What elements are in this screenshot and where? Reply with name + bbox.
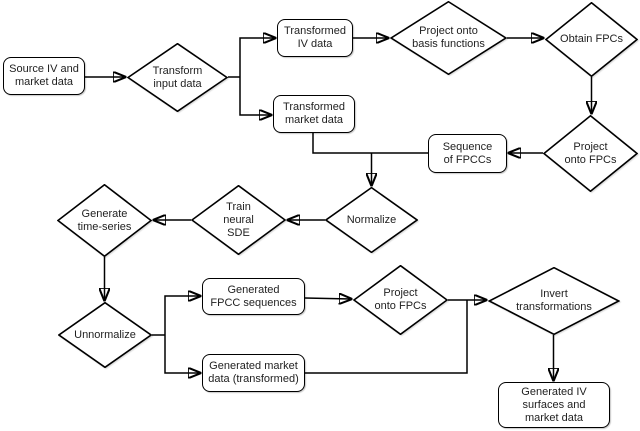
node-label: Project onto basis functions [412, 25, 485, 51]
edge-generated-fpcc-to-project-fpcs-bottom [304, 298, 351, 299]
label-line: input data [153, 77, 202, 90]
node-label: Sequence of FPCCs [443, 141, 493, 167]
label-line: transformations [516, 301, 592, 313]
node-transformed-market-data: Transformed market data [273, 95, 355, 133]
label-line: market data [14, 76, 74, 88]
node-label: Generated market data (transformed) [208, 360, 298, 386]
label-line: Sequence [442, 140, 493, 153]
diamond-shape [127, 43, 228, 112]
node-label: Unnormalize [74, 329, 136, 342]
node-label: Obtain FPCs [560, 33, 623, 46]
node-invert-transformations: Invert transformations [488, 267, 620, 335]
diamond-shape [543, 115, 638, 192]
label-line: market data [284, 114, 344, 126]
node-label: Transform input data [153, 65, 203, 91]
node-label: Source IV and market data [9, 63, 79, 89]
node-generate-time-series: Generate time-series [57, 184, 152, 257]
node-label: Project onto FPCs [375, 287, 427, 313]
label-line: Invert [540, 288, 568, 300]
label-line: FPCC sequences [210, 296, 297, 309]
edge-transform-input-to-transformed-market [239, 77, 271, 115]
diamond-shape [488, 267, 620, 335]
node-unnormalize: Unnormalize [58, 302, 152, 368]
label-line: Project [573, 140, 608, 153]
label-line: data (transformed) [208, 373, 299, 385]
label-line: Generated market [209, 360, 298, 372]
node-generated-market-data-transformed: Generated market data (transformed) [202, 354, 305, 392]
node-source-iv-and-market-data: Source IV and market data [3, 57, 85, 95]
label-line: Transformed [283, 101, 345, 113]
node-sequence-of-fpccs: Sequence of FPCCs [428, 134, 507, 173]
node-transform-input-data: Transform input data [127, 43, 228, 112]
node-label: Train neural SDE [223, 201, 254, 240]
node-label: Generate time-series [78, 208, 132, 234]
diamond-shape [353, 265, 448, 335]
node-generated-fpcc-sequences: Generated FPCC sequences [202, 278, 305, 315]
label-line: market data [524, 411, 584, 424]
label-line: Train [226, 200, 251, 213]
node-label: Transformed market data [283, 101, 345, 127]
node-generated-iv-surfaces-and-market-data: Generated IV surfaces and market data [498, 382, 610, 428]
label-line: Normalize [346, 213, 397, 226]
label-line: time-series [77, 220, 132, 233]
label-line: SDE [227, 226, 250, 239]
node-label: Generated IV surfaces and market data [521, 386, 586, 425]
node-project-onto-basis-functions: Project onto basis functions [390, 1, 507, 75]
label-line: onto FPCs [374, 300, 427, 312]
node-project-onto-fpcs-bottom: Project onto FPCs [353, 265, 448, 335]
node-obtain-fpcs: Obtain FPCs [545, 2, 638, 77]
label-line: Transformed [284, 25, 346, 37]
node-label: Transformed IV data [284, 25, 346, 51]
label-line: Project onto [419, 25, 478, 37]
label-line: basis functions [412, 38, 485, 50]
label-line: IV data [297, 38, 333, 50]
label-line: Unnormalize [74, 328, 136, 341]
edge-unnormalize-to-generated-fpcc [164, 296, 200, 335]
label-line: Project [383, 287, 418, 299]
label-line: Source IV and [9, 63, 79, 75]
node-project-onto-fpcs-top: Project onto FPCs [543, 115, 638, 192]
node-label: Normalize [347, 214, 397, 227]
diamond-shape [191, 185, 286, 255]
label-line: Generated [227, 283, 280, 296]
diamond-shape [545, 2, 638, 77]
label-line: neural [223, 213, 254, 226]
diamond-shape [57, 184, 152, 257]
node-label: Project onto FPCs [565, 141, 617, 167]
node-transformed-iv-data: Transformed IV data [277, 19, 353, 57]
edge-generated-market-join [305, 300, 468, 374]
label-line: of FPCCs [443, 153, 492, 166]
diamond-shape [58, 302, 152, 368]
diamond-shape [390, 1, 507, 75]
label-line: Generate [81, 207, 128, 220]
node-normalize: Normalize [325, 187, 418, 253]
edge-transformed-market-join [312, 133, 428, 154]
label-line: Generated IV [521, 385, 587, 398]
edge-transform-input-to-transformed-iv [239, 38, 275, 77]
diamond-shape [325, 187, 418, 253]
edge-unnormalize-to-generated-market [164, 335, 200, 373]
node-label: Generated FPCC sequences [210, 284, 296, 310]
node-label: Invert transformations [516, 288, 592, 314]
label-line: onto FPCs [564, 153, 617, 166]
label-line: surfaces and [522, 398, 586, 411]
label-line: Transform [152, 64, 203, 77]
node-train-neural-sde: Train neural SDE [191, 185, 286, 255]
label-line: Obtain FPCs [560, 33, 623, 45]
